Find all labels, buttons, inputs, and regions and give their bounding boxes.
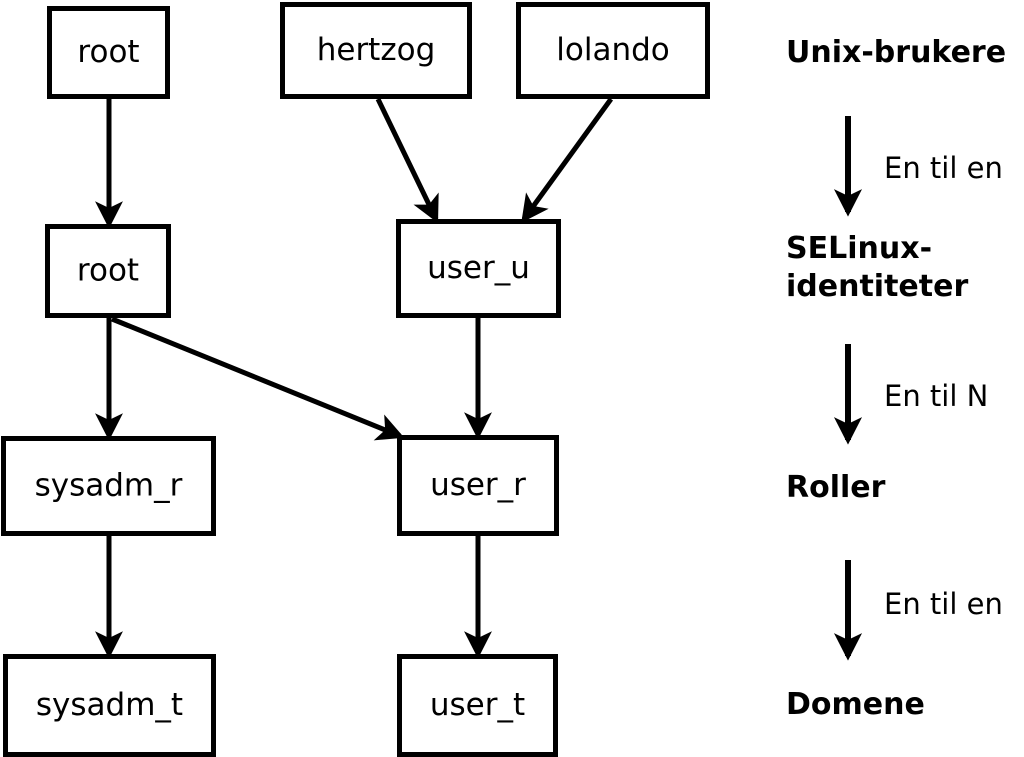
node-unix-root[interactable]: root	[47, 6, 170, 99]
legend-layer-domene: Domene	[786, 687, 925, 722]
node-box	[280, 2, 472, 99]
node-label: sysadm_r	[35, 468, 183, 504]
node-box	[47, 6, 170, 99]
node-unix-lolando[interactable]: lolando	[516, 2, 710, 99]
node-label: hertzog	[317, 32, 436, 68]
legend-layer-selinux-identiteter: SELinux- identiteter	[786, 231, 968, 304]
edges-group	[95, 97, 614, 659]
legend-layer-unix-brukere: Unix-brukere	[786, 35, 1006, 70]
node-box	[397, 435, 559, 536]
legend-relation-label: En til en	[884, 151, 1003, 185]
node-label: sysadm_t	[36, 687, 183, 723]
legend-relation-3: En til en	[833, 560, 1003, 661]
legend-relation-1: En til en	[833, 116, 1003, 217]
node-domain-sysadm_t[interactable]: sysadm_t	[3, 654, 216, 757]
node-label: lolando	[556, 32, 669, 68]
node-box	[516, 2, 710, 99]
node-box	[397, 654, 558, 757]
legend-line-1: SELinux-	[786, 231, 932, 266]
node-label: user_t	[430, 687, 525, 723]
edge-root-to-user_r	[111, 316, 405, 441]
node-role-sysadm_r[interactable]: sysadm_r	[1, 436, 216, 536]
node-label: root	[77, 34, 139, 70]
node-label: root	[77, 253, 139, 289]
legend-line-2: identiteter	[786, 269, 968, 304]
node-box	[45, 224, 171, 318]
node-label: user_r	[430, 467, 526, 503]
legend-relation-2: En til N	[833, 344, 988, 445]
node-role-user_r[interactable]: user_r	[397, 435, 559, 536]
node-unix-hertzog[interactable]: hertzog	[280, 2, 472, 99]
legend-relation-label: En til en	[884, 587, 1003, 621]
node-box	[1, 436, 216, 536]
node-label: user_u	[427, 250, 530, 286]
node-domain-user_t[interactable]: user_t	[397, 654, 558, 757]
node-selinux-root[interactable]: root	[45, 224, 171, 318]
legend-group: Unix-brukere SELinux- identiteter Roller…	[786, 35, 1006, 722]
edge-hertzog-to-user_u	[375, 97, 439, 224]
node-selinux-user_u[interactable]: user_u	[396, 219, 561, 318]
legend-layer-roller: Roller	[786, 470, 886, 505]
legend-relation-label: En til N	[884, 379, 988, 413]
edge-lolando-to-user_u	[521, 97, 614, 223]
node-box	[396, 219, 561, 318]
nodes-group: root hertzog lolando root user_u sysadm_…	[1, 2, 710, 757]
node-box	[3, 654, 216, 757]
